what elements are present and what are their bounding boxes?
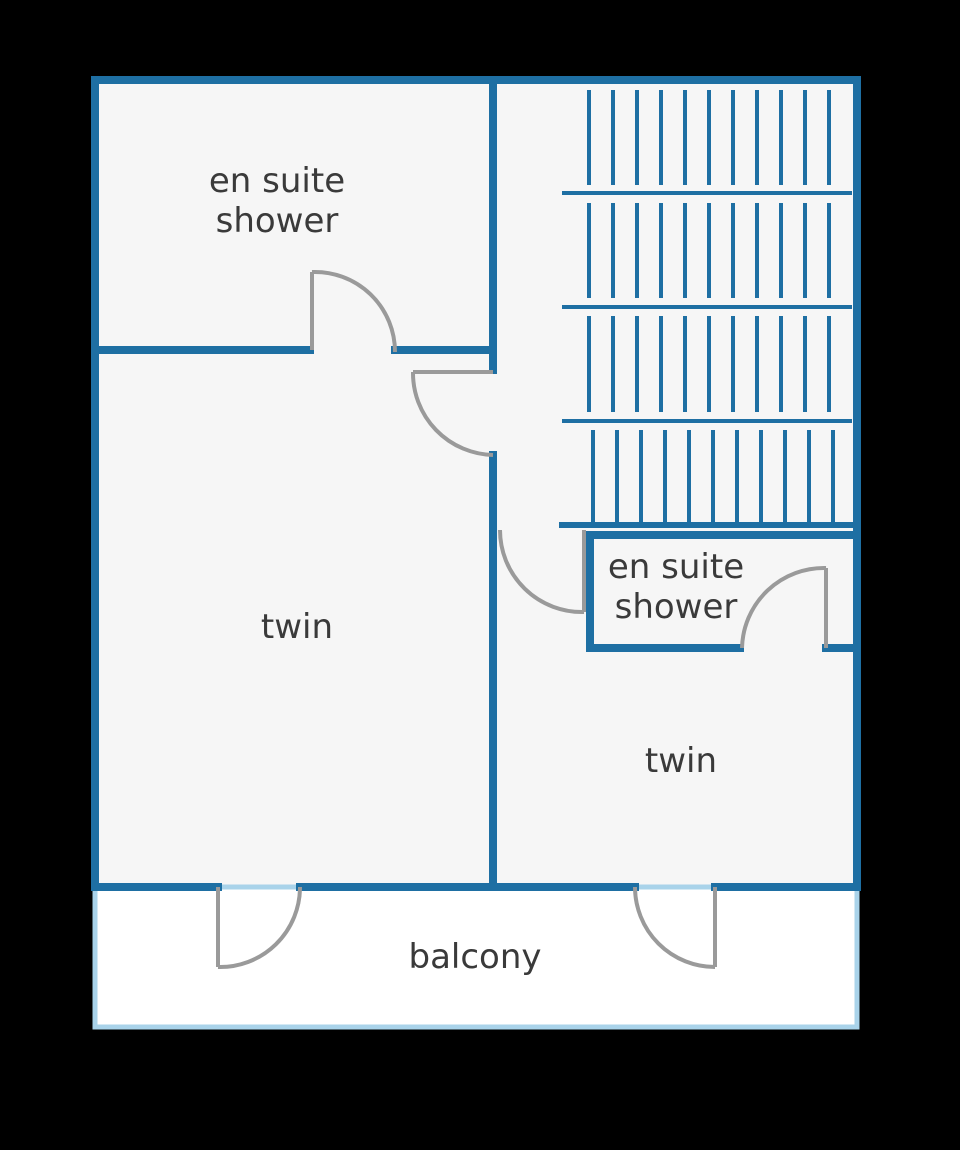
label-twin-left: twin bbox=[261, 607, 333, 647]
walls bbox=[91, 76, 861, 891]
door-arc bbox=[740, 565, 827, 649]
door-arc bbox=[498, 529, 585, 615]
label-twin-right: twin bbox=[645, 741, 717, 781]
door-arc bbox=[633, 886, 716, 969]
door-swing-icon bbox=[216, 269, 828, 970]
label-balcony: balcony bbox=[408, 937, 541, 977]
door-arc bbox=[410, 371, 494, 457]
staircase-icon bbox=[562, 90, 852, 522]
door-arc bbox=[311, 269, 397, 353]
label-ensuite-right-line1: en suite bbox=[608, 547, 744, 587]
label-ensuite-top-line2: shower bbox=[216, 201, 339, 241]
door-arc bbox=[217, 886, 302, 970]
balcony-area bbox=[92, 884, 860, 1030]
floor-area bbox=[95, 80, 857, 887]
label-ensuite-top-line1: en suite bbox=[209, 161, 345, 201]
label-ensuite-right-line2: shower bbox=[615, 587, 738, 627]
